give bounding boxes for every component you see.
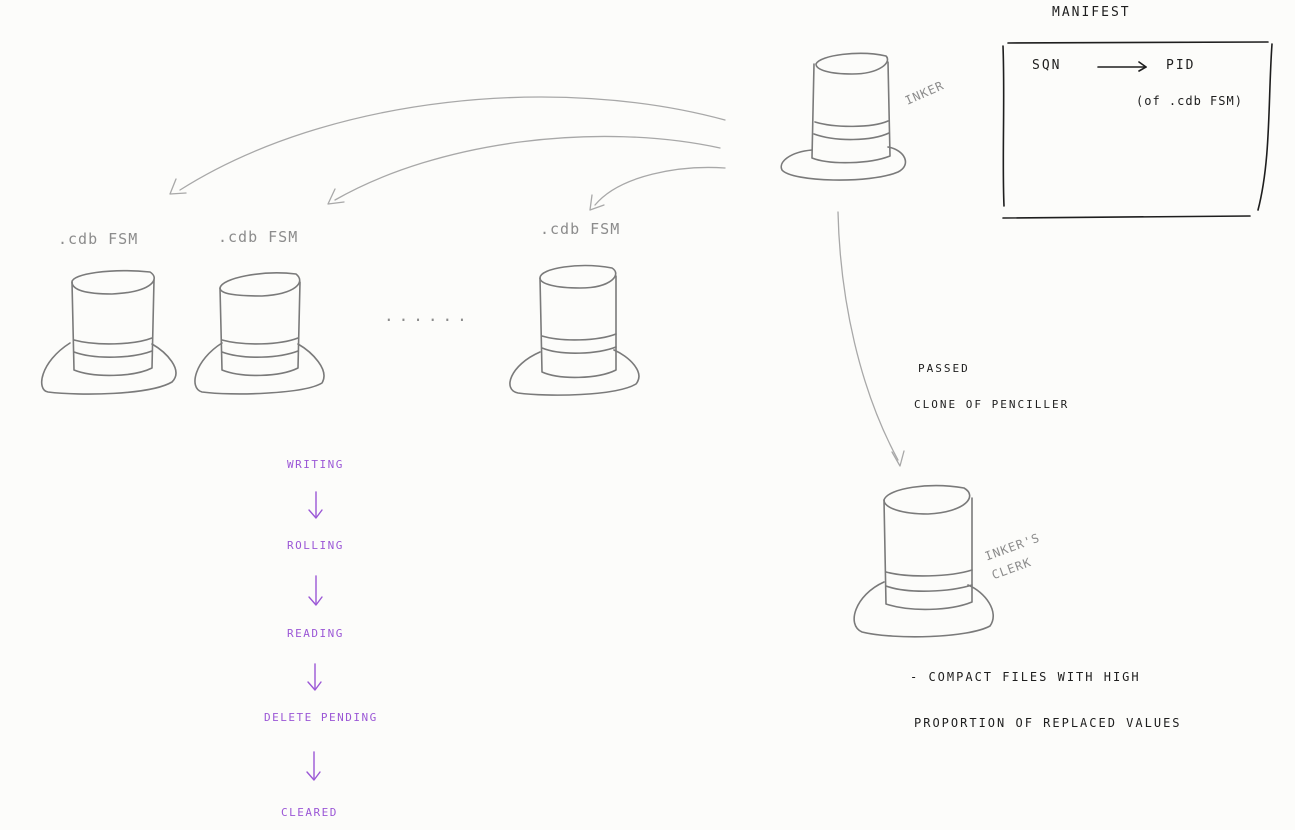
arrow-inker-to-file-3 xyxy=(594,166,726,206)
lifecycle-arrows xyxy=(306,491,323,781)
inker-hat xyxy=(780,52,907,181)
manifest-box xyxy=(1002,41,1273,219)
lifecycle-state-writing: WRITING xyxy=(287,458,344,471)
inker-clerk-hat xyxy=(853,484,994,638)
lifecycle-state-reading: READING xyxy=(287,627,344,640)
cdb-label-2: .cdb FSM xyxy=(218,228,299,246)
lifecycle-state-cleared: CLEARED xyxy=(281,806,338,819)
cdb-hat-3 xyxy=(509,264,640,396)
cdb-hat-2 xyxy=(194,272,325,395)
manifest-mapping-to: PID xyxy=(1166,58,1196,73)
cdb-hat-1 xyxy=(40,269,177,395)
manifest-mapping-note: (of .cdb FSM) xyxy=(1136,94,1243,108)
arrow-inker-to-clerk xyxy=(837,211,899,461)
lifecycle-state-delete-pending: DELETE PENDING xyxy=(264,711,378,724)
clerk-task-line1: - COMPACT FILES WITH HIGH xyxy=(910,670,1141,684)
manifest-mapping-from: SQN xyxy=(1032,58,1062,73)
cdb-label-3: .cdb FSM xyxy=(540,220,621,238)
clone-note-line1: PASSED xyxy=(918,362,970,375)
lifecycle-state-rolling: ROLLING xyxy=(287,539,344,552)
arrow-inker-to-file-1 xyxy=(179,96,726,191)
cdb-label-1: .cdb FSM xyxy=(58,230,139,248)
manifest-title: MANIFEST xyxy=(1052,5,1131,20)
clone-note-line2: CLONE OF PENCILLER xyxy=(914,398,1070,411)
arrow-inker-to-file-2 xyxy=(334,135,721,201)
clerk-task-line2: PROPORTION OF REPLACED VALUES xyxy=(914,716,1182,730)
ellipsis: ...... xyxy=(384,306,472,325)
